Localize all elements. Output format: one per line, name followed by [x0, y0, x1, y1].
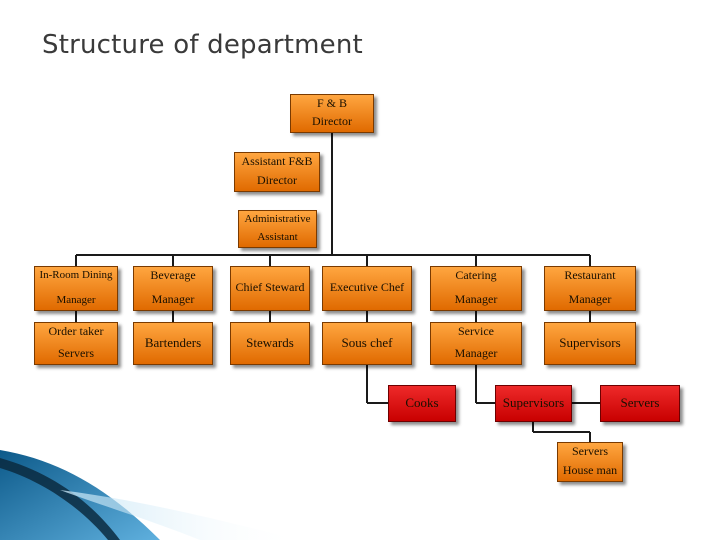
servers-houseman-label-line1: Servers: [572, 444, 608, 458]
in-room-dining-staff-box: Order taker Servers: [34, 322, 118, 365]
cooks-label: Cooks: [405, 394, 439, 410]
fb-director-box: F & B Director: [290, 94, 374, 133]
beverage-label-line2: Manager: [151, 292, 195, 307]
servers-houseman-box: Servers House man: [557, 442, 623, 482]
admin-assistant-label-line1: Administrative: [244, 213, 311, 225]
fb-director-label-line1: F & B: [316, 96, 347, 110]
catering-manager-box: Catering Manager: [430, 266, 522, 311]
beverage-manager-box: Beverage Manager: [133, 266, 213, 311]
bartenders-label: Bartenders: [144, 334, 202, 350]
in-room-dining-manager-box: In-Room Dining Manager: [34, 266, 118, 311]
in-room-dining-label-line2: Manager: [56, 294, 96, 307]
catering-servers-box: Servers: [600, 385, 680, 422]
service-manager-label-line2: Manager: [454, 346, 498, 361]
fb-director-label-line2: Director: [312, 114, 352, 129]
catering-supervisors-label: Supervisors: [502, 394, 565, 410]
stewards-box: Stewards: [230, 322, 310, 365]
bartenders-box: Bartenders: [133, 322, 213, 365]
restaurant-manager-box: Restaurant Manager: [544, 266, 636, 311]
sous-chef-label: Sous chef: [341, 334, 393, 350]
sous-chef-box: Sous chef: [322, 322, 412, 365]
admin-assistant-box: Administrative Assistant: [238, 210, 317, 248]
servers-houseman-label-line2: House man: [562, 463, 618, 478]
decorative-swoosh: [0, 450, 300, 540]
page-title: Structure of department: [42, 30, 363, 60]
restaurant-label-line2: Manager: [568, 292, 612, 307]
service-manager-label-line1: Service: [458, 324, 494, 338]
assistant-director-label-line1: Assistant F&B: [241, 154, 313, 168]
executive-chef-label: Executive Chef: [329, 280, 405, 295]
restaurant-label-line1: Restaurant: [564, 268, 616, 282]
order-taker-label: Order taker: [48, 324, 104, 338]
cooks-box: Cooks: [388, 385, 456, 422]
in-room-dining-label-line1: In-Room Dining: [39, 269, 113, 281]
beverage-label-line1: Beverage: [150, 268, 196, 282]
restaurant-supervisors-label: Supervisors: [559, 334, 621, 350]
catering-label-line1: Catering: [455, 268, 497, 282]
catering-label-line2: Manager: [454, 292, 498, 307]
catering-supervisors-box: Supervisors: [495, 385, 572, 422]
stewards-label: Stewards: [246, 334, 294, 350]
admin-assistant-label-line2: Assistant: [257, 231, 298, 244]
executive-chef-box: Executive Chef: [322, 266, 412, 311]
assistant-director-box: Assistant F&B Director: [234, 152, 320, 192]
assistant-director-label-line2: Director: [257, 173, 297, 188]
catering-servers-label: Servers: [620, 394, 660, 410]
chief-steward-label: Chief Steward: [235, 280, 305, 295]
service-manager-box: Service Manager: [430, 322, 522, 365]
in-room-servers-label: Servers: [58, 346, 94, 361]
restaurant-supervisors-box: Supervisors: [544, 322, 636, 365]
chief-steward-box: Chief Steward: [230, 266, 310, 311]
